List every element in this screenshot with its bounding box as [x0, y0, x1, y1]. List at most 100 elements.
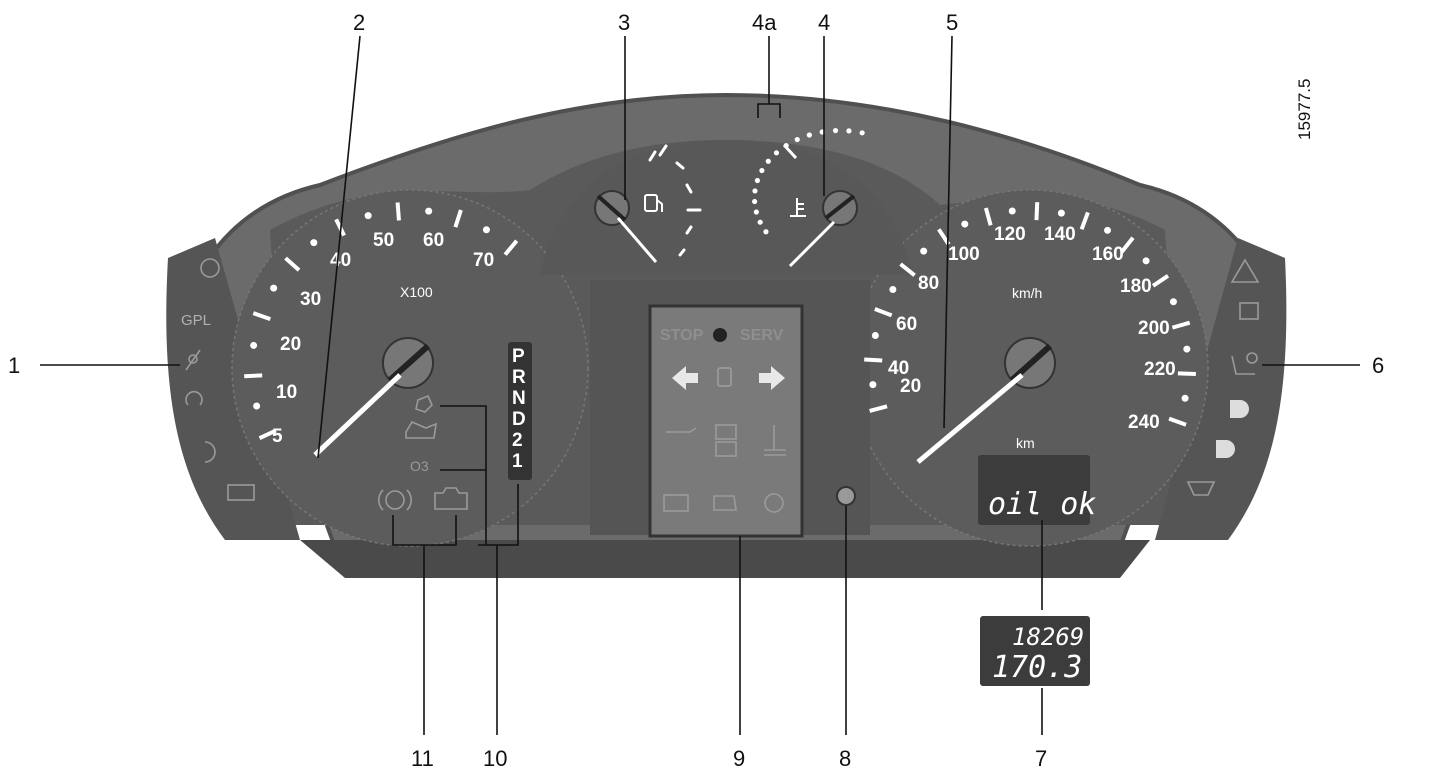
speedometer-major-tick [983, 207, 993, 226]
tach-label-20: 20 [280, 334, 301, 355]
oil-level-text: oil ok [988, 487, 1096, 522]
tachometer-needle [313, 373, 402, 457]
center-info-panel [648, 304, 804, 538]
odometer-total: 18269 [1012, 623, 1084, 651]
odometer-unit: km [1016, 435, 1035, 451]
tach-label-5: 5 [272, 426, 283, 447]
tachometer-unit: X100 [400, 284, 433, 300]
coolant-scale-dot [806, 132, 812, 138]
speedometer-ticks [864, 202, 1196, 427]
light-sensor [836, 486, 856, 506]
callout-10: 10 [483, 746, 507, 771]
rear-window-heater-icon [227, 484, 255, 501]
tach-label-50: 50 [373, 230, 394, 251]
coolant-temperature-icon [790, 198, 806, 217]
dipped-beam-icon [1216, 440, 1235, 458]
callout-4: 4 [818, 10, 830, 35]
fuel-gauge-hub-slot [596, 194, 627, 222]
speed-label-40: 40 [888, 358, 909, 379]
tachometer-major-tick [258, 428, 277, 440]
gpl-indicator: GPL [181, 312, 211, 329]
speedometer-minor-tick [869, 381, 877, 389]
figure-id: 15977.5 [1295, 79, 1314, 140]
speedometer-minor-tick [1183, 345, 1191, 353]
callout-2: 2 [353, 10, 365, 35]
tachometer-ticks [244, 202, 519, 440]
airbag-off-icon [1231, 352, 1258, 375]
coolant-scale-dot [759, 167, 765, 174]
oil-level-display [978, 455, 1090, 525]
tachometer-minor-tick [364, 212, 372, 220]
coolant-gauge-hub-slot [824, 194, 856, 220]
leader-5 [943, 35, 953, 429]
tachometer-needle-assembly [313, 337, 434, 457]
engine-check-icon [434, 487, 468, 510]
callout-4a: 4a [752, 10, 777, 35]
speedometer-major-tick [1079, 211, 1090, 230]
seatbelt-warning-icon [185, 349, 201, 371]
lower-shadow [300, 540, 1150, 578]
abs-icon [378, 489, 412, 511]
speedometer-major-tick [864, 357, 883, 363]
right-warning-strip [1155, 238, 1287, 540]
coolant-scale-dot [794, 136, 800, 143]
speedometer-major-tick [1151, 274, 1170, 288]
speed-label-160: 160 [1092, 244, 1124, 265]
tach-label-30: 30 [300, 289, 321, 310]
tachometer-hub-slot [387, 343, 431, 383]
coolant-scale-dot [773, 150, 780, 156]
speedometer-needle [916, 373, 1024, 464]
windscreen-demist-icon [1186, 481, 1216, 496]
coolant-scale-dot [754, 177, 761, 184]
speedometer-major-tick [869, 404, 888, 413]
fuel-gauge [594, 144, 702, 263]
tachometer-minor-tick [425, 207, 433, 215]
speedometer-major-tick [1120, 236, 1135, 254]
speedometer-minor-tick [961, 220, 969, 228]
speed-label-120: 120 [994, 224, 1026, 245]
sport-mode-icon [405, 420, 437, 439]
speedometer-major-tick [1177, 371, 1196, 377]
tachometer-major-tick [252, 311, 271, 322]
speed-label-180: 180 [1120, 276, 1152, 297]
speedometer-major-tick [899, 262, 916, 277]
engine-fault-icon [713, 495, 737, 511]
coolant-scale-dot [763, 229, 769, 235]
tachometer-minor-tick [250, 341, 258, 349]
small-gauge-pod [540, 140, 912, 275]
coolant-scale-dot [846, 128, 852, 134]
coolant-warning-icon [764, 425, 786, 456]
gear-r: R [512, 367, 526, 388]
callout-3: 3 [618, 10, 630, 35]
speedometer-minor-tick [920, 247, 928, 255]
odometer-trip: 170.3 [992, 650, 1082, 685]
battery-icon [663, 494, 689, 512]
right-turn-icon [759, 366, 785, 390]
speedometer-needle-assembly [916, 337, 1056, 464]
tachometer-major-tick [284, 256, 301, 272]
tachometer-minor-tick [253, 402, 261, 410]
speedometer-major-tick [1034, 202, 1040, 221]
callout-7: 7 [1035, 746, 1047, 771]
callout-5: 5 [946, 10, 958, 35]
speed-label-20: 20 [900, 376, 921, 397]
speed-label-200: 200 [1138, 318, 1170, 339]
tachometer-minor-tick [482, 226, 490, 234]
fuel-pump-icon [644, 194, 663, 212]
tach-label-10: 10 [276, 382, 297, 403]
speed-label-240: 240 [1128, 412, 1160, 433]
callout-lines [40, 35, 1360, 735]
callout-11: 11 [411, 746, 434, 771]
speedometer-major-tick [1168, 416, 1187, 427]
door-open-icon [1239, 302, 1259, 320]
serv-indicator: SERV [740, 327, 784, 344]
oil-pressure-icon [666, 427, 697, 433]
gear-p: P [512, 346, 525, 367]
gear-1: 1 [512, 451, 523, 472]
coolant-gauge-needle [788, 220, 836, 268]
overdrive-icon [415, 394, 433, 413]
speedometer-major-tick [1171, 320, 1191, 330]
coolant-scale-dot [859, 130, 865, 136]
speedometer-labels: 20 40 60 80 100 120 140 160 180 200 220 … [888, 224, 1176, 433]
brake-warning-icon [200, 258, 220, 278]
